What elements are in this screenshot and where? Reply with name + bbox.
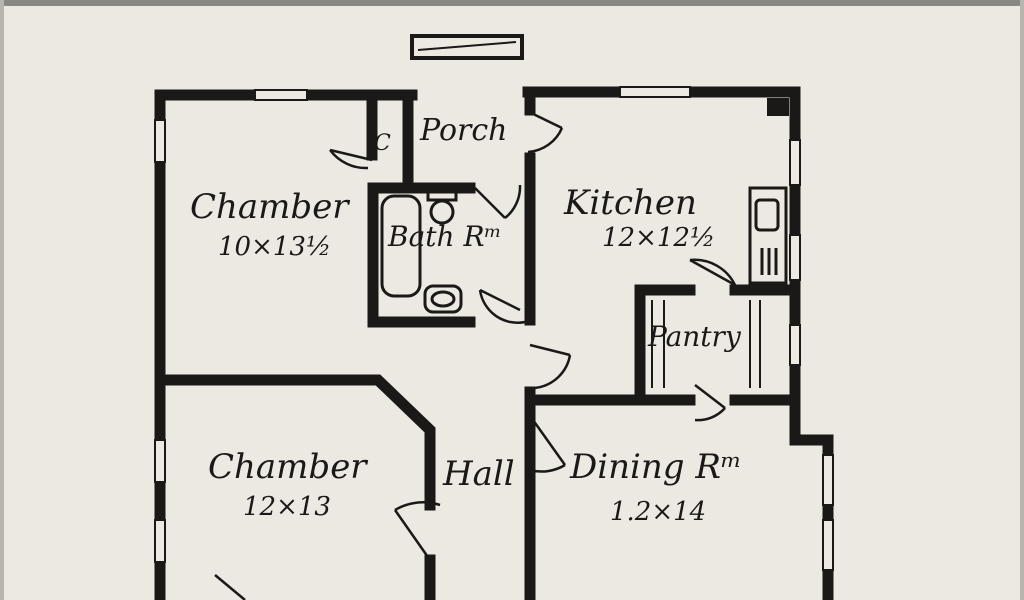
- windows: [154, 86, 834, 571]
- door-chamber2-lower: [214, 574, 246, 600]
- wall-bath-left: [367, 182, 476, 328]
- label-porch: Porch: [419, 113, 508, 148]
- kitchen-corner-fixture: [767, 98, 789, 116]
- label-hall: Hall: [442, 454, 515, 494]
- door-porch: [524, 108, 564, 154]
- label-chamber2-size: 12×13: [243, 492, 331, 522]
- bath-fixtures: [380, 190, 463, 314]
- door-kitchen-hall: [529, 343, 572, 390]
- door-pantry: [689, 258, 737, 287]
- right-border-strip: [1020, 0, 1024, 600]
- label-pantry: Pantry: [647, 320, 742, 353]
- label-chamber2-name: Chamber: [208, 447, 368, 487]
- door-pantry-dining: [694, 384, 726, 422]
- labels: Porch C Chamber 10×13½ Bath Rᵐ Kitchen 1…: [190, 113, 742, 527]
- label-closet: C: [374, 131, 391, 156]
- left-border-strip: [0, 0, 4, 600]
- bath-sink: [423, 284, 463, 314]
- label-kitchen-size: 12×12½: [602, 223, 715, 253]
- door-closet: [328, 148, 373, 170]
- door-chamber2: [393, 501, 441, 561]
- door-bath: [474, 184, 522, 219]
- bathtub: [380, 194, 422, 298]
- doors: [214, 108, 737, 600]
- label-kitchen-name: Kitchen: [563, 183, 697, 223]
- label-chamber1-name: Chamber: [190, 187, 350, 227]
- top-border-strip: [0, 0, 1024, 6]
- wall-pantry: [634, 284, 801, 398]
- label-dining-name: Dining Rᵐ: [569, 447, 742, 487]
- door-bath-hall: [478, 288, 526, 324]
- label-bath: Bath Rᵐ: [387, 220, 502, 253]
- wall-chamber2: [154, 374, 436, 511]
- door-dining-hall: [529, 419, 567, 473]
- label-chamber1-size: 10×13½: [218, 232, 331, 262]
- porch-step: [410, 34, 524, 60]
- pantry-shelves: [651, 300, 761, 388]
- label-dining-size: 1.2×14: [610, 497, 706, 527]
- kitchen-range: [748, 186, 788, 285]
